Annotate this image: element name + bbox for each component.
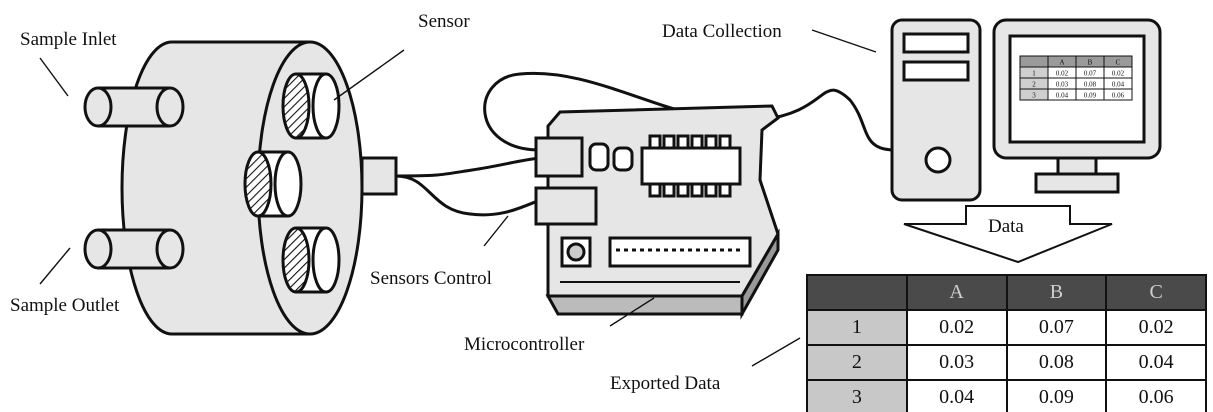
leader-sensors-control [483, 215, 509, 247]
sensor-top [281, 72, 341, 140]
table-cell: 0.07 [1005, 309, 1108, 346]
sensor-bottom [281, 226, 341, 294]
label-exported-data: Exported Data [610, 373, 721, 394]
screen-table-text: 0.04 [1056, 92, 1069, 100]
screen-table-text: 0.08 [1084, 81, 1097, 89]
capacitor-2 [612, 146, 634, 172]
header-pins [608, 236, 752, 268]
power-jack [534, 186, 598, 226]
computer-tower [890, 18, 982, 202]
label-sample-outlet: Sample Outlet [10, 295, 120, 316]
leader-exported-data [751, 337, 801, 367]
cable-sensor-to-micro-1 [395, 156, 541, 178]
usb-port [534, 136, 584, 178]
screen-table-text: 0.09 [1084, 92, 1097, 100]
microcontroller-board [534, 104, 780, 320]
capacitor-1 [588, 142, 610, 172]
screen-table-text: 0.07 [1084, 70, 1097, 78]
table-header-cell: A [905, 274, 1008, 311]
chamber-connector [360, 156, 398, 196]
label-sensors-control: Sensors Control [370, 268, 492, 289]
label-sample-inlet: Sample Inlet [20, 29, 117, 50]
power-button [924, 146, 952, 174]
leader-data-collection [811, 29, 877, 53]
screen-table: A B C 1 0.02 0.07 0.02 2 0.03 0.08 0.04 3 0.04 0.09 0.… [1019, 55, 1133, 101]
screen-table-text: 0.04 [1112, 81, 1125, 89]
screen-table-text: 0.06 [1112, 92, 1125, 100]
table-header-cell: C [1105, 274, 1207, 311]
table-header-cell: B [1005, 274, 1108, 311]
cable-sensor-to-micro-2 [395, 174, 541, 217]
exported-data-table: A B C 1 0.02 0.07 0.02 2 0.03 0.08 0.04 … [806, 274, 1207, 412]
table-cell: 0.02 [1105, 309, 1207, 346]
screen-table-text: 2 [1032, 81, 1036, 89]
table-row-header: 2 [806, 344, 908, 381]
sensor-middle [243, 150, 303, 218]
table-cell: 0.04 [905, 379, 1008, 412]
screen-table-text: C [1116, 59, 1121, 67]
table-row: 1 0.02 0.07 0.02 [806, 309, 1207, 346]
leader-sample-outlet [39, 247, 71, 285]
chip [640, 146, 742, 186]
table-cell: 0.06 [1105, 379, 1207, 412]
table-row-header: 1 [806, 309, 908, 346]
table-cell: 0.04 [1105, 344, 1207, 381]
table-cell: 0.02 [905, 309, 1008, 346]
table-cell: 0.09 [1005, 379, 1108, 412]
table-row: 2 0.03 0.08 0.04 [806, 344, 1207, 381]
label-sensor: Sensor [418, 11, 470, 32]
data-arrow [903, 205, 1113, 264]
screen-table-text: A [1059, 59, 1064, 67]
screen-table-text: 3 [1032, 92, 1036, 100]
table-header-row: A B C [806, 274, 1207, 311]
leader-microcontroller [609, 297, 655, 327]
label-microcontroller: Microcontroller [464, 334, 585, 355]
screen-table-cell [1019, 55, 1049, 68]
label-data: Data [988, 216, 1024, 237]
label-data-collection: Data Collection [662, 21, 782, 42]
screen-table-cell [1103, 88, 1133, 101]
screen-table-text: 1 [1032, 70, 1036, 78]
table-cell: 0.08 [1005, 344, 1108, 381]
leader-sensor [333, 49, 405, 101]
table-row: 3 0.04 0.09 0.06 [806, 379, 1207, 412]
table-header-cell [806, 274, 908, 311]
table-row-header: 3 [806, 379, 908, 412]
leader-sample-inlet [39, 57, 69, 97]
inlet-tube [83, 86, 185, 128]
screen-table-text: 0.02 [1112, 70, 1125, 78]
screen-table-text: 0.02 [1056, 70, 1069, 78]
outlet-tube [83, 228, 185, 270]
screen-table-text: B [1088, 59, 1093, 67]
screen-table-text: 0.03 [1056, 81, 1069, 89]
computer-monitor [992, 18, 1162, 194]
table-cell: 0.03 [905, 344, 1008, 381]
